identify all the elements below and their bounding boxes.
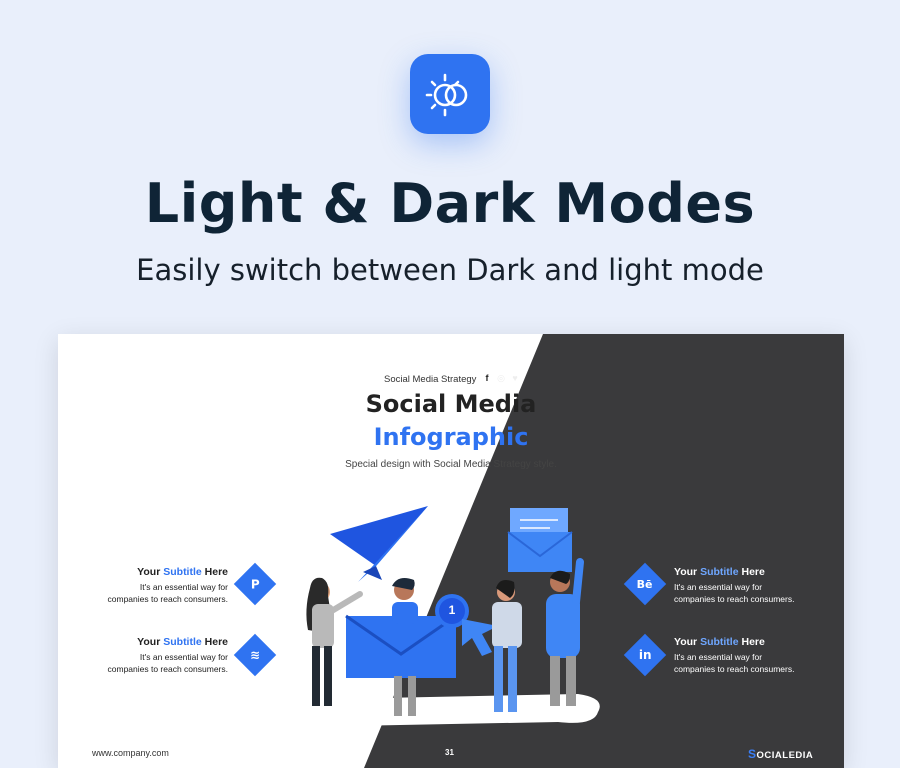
feature-title: Your Subtitle Here: [674, 636, 765, 648]
page-number: 31: [445, 748, 454, 757]
page-subtitle: Easily switch between Dark and light mod…: [136, 253, 764, 287]
dark-mode-panel: [364, 334, 844, 768]
feature-behance: Your Subtitle Here It's an essential way…: [674, 566, 844, 605]
slide-preview: Social Media Strategy f ◎ ♥ Social Media…: [58, 334, 844, 768]
social-media-illustration: [306, 506, 600, 727]
feature-spotify: Your Subtitle Here It's an essential way…: [58, 636, 228, 675]
twitter-icon[interactable]: ♥: [512, 373, 518, 383]
footer-website[interactable]: www.company.com: [92, 748, 169, 758]
slide-title: Social Media: [365, 390, 537, 418]
feature-title: Your Subtitle Here: [137, 636, 228, 648]
feature-title: Your Subtitle Here: [674, 566, 765, 578]
page-title: Light & Dark Modes: [144, 172, 756, 235]
slide-eyebrow: Social Media Strategy: [384, 374, 477, 385]
slide-title-accent: Infographic: [373, 423, 529, 451]
social-icons-row: f ◎ ♥: [482, 373, 520, 384]
facebook-icon[interactable]: f: [485, 373, 489, 383]
sun-moon-icon: [425, 73, 468, 117]
feature-title: Your Subtitle Here: [137, 566, 228, 578]
brand-logo: SOCIALEDIA: [748, 747, 814, 761]
slide-description: Special design with Social Media Strateg…: [345, 459, 557, 470]
feature-linkedin: Your Subtitle Here It's an essential way…: [674, 636, 844, 675]
feature-pinterest: Your Subtitle Here It's an essential way…: [58, 566, 228, 605]
notification-badge-count: 1: [448, 603, 456, 617]
instagram-icon[interactable]: ◎: [497, 373, 505, 383]
app-icon: [410, 54, 490, 134]
